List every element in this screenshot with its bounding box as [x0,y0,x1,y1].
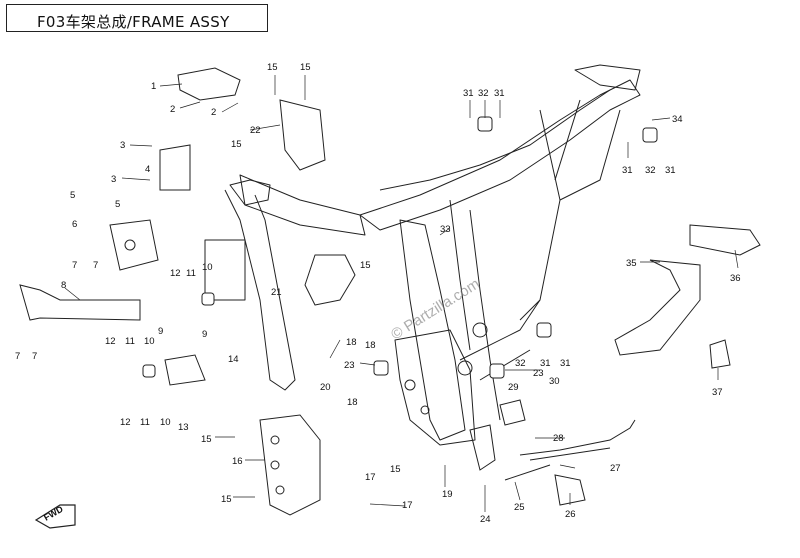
callout-27: 27 [610,463,621,474]
callout-31f: 31 [560,358,571,369]
callout-15f: 15 [221,494,232,505]
callout-36: 36 [730,273,741,284]
callout-12b: 12 [105,336,116,347]
callout-15e: 15 [390,464,401,475]
callout-7d: 7 [32,351,37,362]
callout-10c: 10 [160,417,171,428]
callout-2: 2 [170,104,175,115]
callout-15d: 15 [201,434,212,445]
watermark-text: © Partzilla.com [388,275,483,343]
callout-2b: 2 [211,107,216,118]
callout-31a: 31 [463,88,474,99]
callout-5: 5 [70,190,75,201]
callout-29: 29 [508,382,519,393]
title-box: F03车架总成/FRAME ASSY [6,4,268,32]
callout-numbers: 1 2 2 3 3 4 5 5 6 7 7 8 7 7 9 9 10 10 11… [15,62,741,525]
callout-24: 24 [480,514,491,525]
callout-9: 9 [158,326,163,337]
callout-31d: 31 [665,165,676,176]
callout-7b: 7 [93,260,98,271]
callout-17b: 17 [402,500,413,511]
callout-31c: 31 [622,165,633,176]
leader-lines [64,75,739,512]
callout-22: 22 [250,125,261,136]
callout-23: 23 [344,360,355,371]
callout-19: 19 [442,489,453,500]
callout-11c: 11 [140,417,150,428]
callout-18c: 18 [365,340,376,351]
callout-35: 35 [626,258,637,269]
callout-15c: 15 [231,139,242,150]
callout-8: 8 [61,280,66,291]
callout-34: 34 [672,114,683,125]
callout-18b: 18 [346,337,357,348]
callout-9b: 9 [202,329,207,340]
callout-7: 7 [72,260,77,271]
callout-21: 21 [271,287,282,298]
main-frame [204,64,641,446]
callout-32a: 32 [478,88,489,99]
callout-10b: 10 [144,336,155,347]
callout-12: 12 [170,268,181,279]
callout-3b: 3 [111,174,116,185]
callout-11: 11 [186,268,196,279]
callout-13: 13 [178,422,189,433]
callout-32c: 31 [540,358,551,369]
callout-7c: 7 [15,351,20,362]
callout-3: 3 [120,140,125,151]
callout-18: 18 [347,397,358,408]
callout-4: 4 [145,164,150,175]
callout-11b: 11 [125,336,135,347]
callout-37: 37 [712,387,723,398]
left-bracket-group [19,67,326,516]
callout-15a: 15 [267,62,278,73]
callout-32b: 32 [645,165,656,176]
callout-6: 6 [72,219,77,230]
callout-15b: 15 [300,62,311,73]
callout-14: 14 [228,354,239,365]
callout-20: 20 [320,382,331,393]
callout-33: 33 [440,224,451,235]
bushings [142,116,658,379]
callout-10: 10 [202,262,213,273]
callout-5b: 5 [115,199,120,210]
diagram-title: F03车架总成/FRAME ASSY [37,13,230,31]
callout-17: 17 [365,472,376,483]
fwd-arrow: FWD [34,504,76,529]
callout-1: 1 [151,81,156,92]
callout-28: 28 [553,433,564,444]
callout-16: 16 [232,456,243,467]
callout-26: 26 [565,509,576,520]
callout-12c: 12 [120,417,131,428]
callout-25: 25 [514,502,525,513]
callout-15g: 15 [360,260,371,271]
callout-31e: 32 [515,358,526,369]
callout-30: 30 [549,376,560,387]
right-parts-group [469,224,761,506]
callout-31b: 31 [494,88,505,99]
callout-23b: 23 [533,368,544,379]
